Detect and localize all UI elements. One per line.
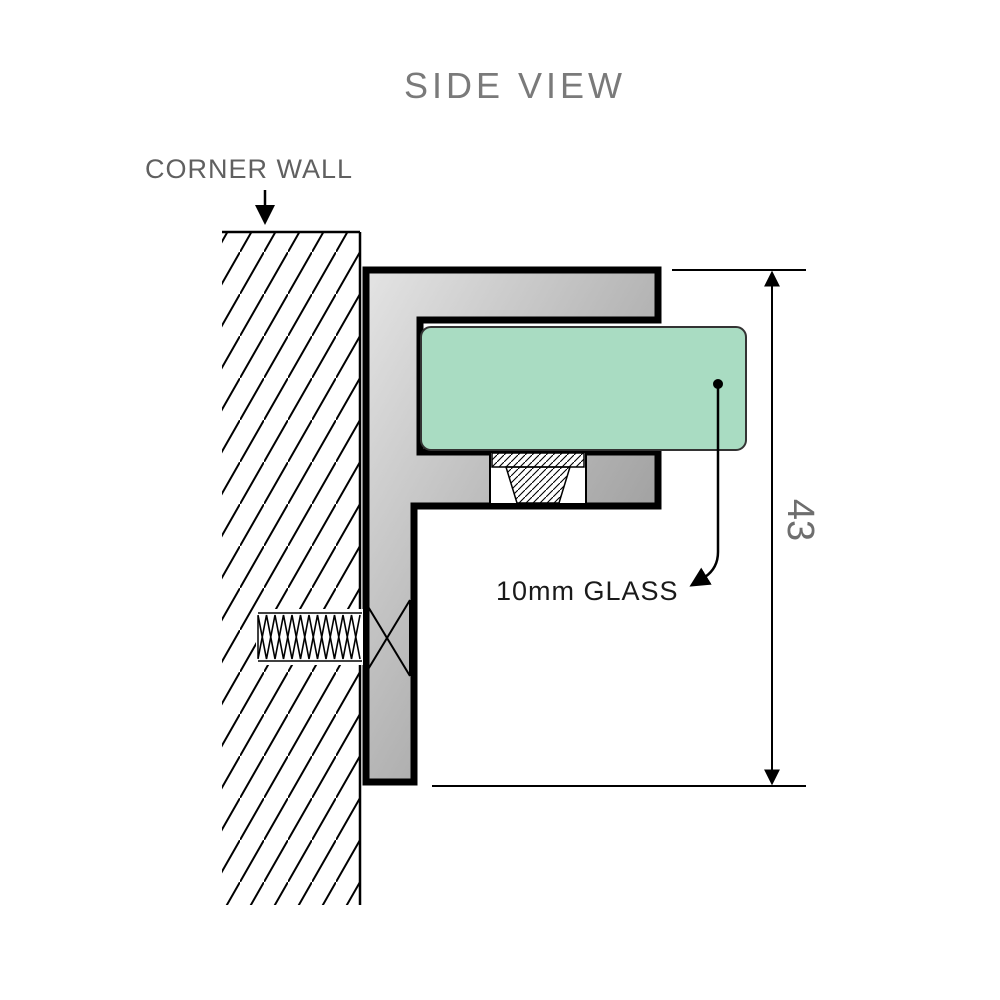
screw-thread-zigzag	[257, 614, 361, 660]
wall	[222, 230, 362, 905]
gasket-body	[504, 466, 572, 504]
page-title: SIDE VIEW	[404, 65, 626, 106]
wall-hatching	[222, 232, 360, 905]
gasket	[489, 451, 587, 505]
corner-wall-label: CORNER WALL	[145, 154, 353, 184]
glass-label: 10mm GLASS	[496, 576, 679, 606]
screw-head-section	[363, 599, 411, 677]
bracket-profile	[362, 266, 662, 786]
gasket-lip	[491, 452, 585, 468]
screw	[256, 599, 411, 677]
dim-value: 43	[779, 499, 821, 541]
glass-panel	[420, 326, 747, 451]
dimension-43: 43	[432, 269, 821, 787]
glass-leader-arrow-icon	[689, 379, 723, 587]
screw-thread-zigzag	[257, 614, 361, 660]
leader-line	[689, 384, 720, 587]
